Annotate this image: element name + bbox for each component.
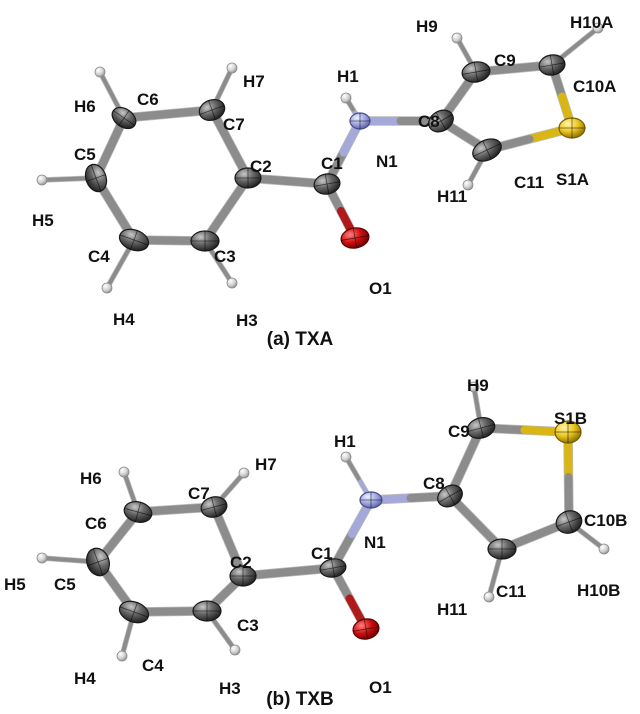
atom-h4 (116, 650, 128, 662)
atom-label-c5: C5 (54, 575, 76, 594)
atom-axes-c7 (199, 100, 225, 120)
atom-axes-o1 (353, 619, 379, 639)
atom-axes-o1 (341, 228, 369, 248)
atom-label-h7: H7 (255, 455, 277, 474)
atom-label-c11: C11 (514, 173, 544, 192)
atom-h11 (462, 179, 474, 191)
atom-axes-c11 (473, 140, 501, 160)
atom-label-c9: C9 (448, 422, 470, 441)
atom-label-c7: C7 (188, 484, 210, 503)
atom-label-h3: H3 (219, 679, 241, 698)
atom-axes-c8 (438, 487, 462, 505)
atom-label-h11: H11 (437, 600, 467, 619)
atom-h4 (101, 282, 113, 294)
atom-label-c2: C2 (230, 553, 252, 572)
atom-label-n1: N1 (376, 152, 398, 171)
atom-axes-c6 (124, 502, 152, 522)
atom-h11 (483, 591, 495, 603)
atom-label-c6: C6 (85, 514, 107, 533)
atom-axes-c9 (467, 418, 495, 438)
atom-label-h1: H1 (334, 432, 356, 451)
atom-label-c2: C2 (250, 157, 272, 176)
atom-label-c8: C8 (418, 112, 440, 131)
atom-label-o1: O1 (369, 279, 392, 298)
atom-h5 (36, 552, 48, 564)
atom-h1 (340, 92, 352, 104)
atom-label-c11: C11 (496, 582, 526, 601)
atom-h6 (94, 66, 106, 78)
atom-label-h5: H5 (32, 211, 54, 230)
atom-label-c3: C3 (214, 247, 236, 266)
atom-label-c4: C4 (88, 247, 110, 266)
atom-axes-c10a (539, 55, 565, 75)
atom-label-h9: H9 (467, 376, 489, 395)
atom-label-c9: C9 (494, 51, 516, 70)
atom-label-c4: C4 (142, 656, 164, 675)
atom-axes-c11 (488, 539, 516, 559)
atom-axes-c4 (119, 602, 149, 622)
atom-label-c1: C1 (311, 544, 333, 563)
atom-axes-c7 (201, 497, 227, 517)
atom-label-h6: H6 (74, 97, 96, 116)
atom-label-c3: C3 (237, 616, 259, 635)
atom-label-s1b: S1B (554, 409, 587, 428)
atom-h6 (118, 466, 130, 478)
atom-h10b (598, 543, 610, 555)
atom-axes-c5 (87, 548, 109, 576)
atom-axes-c5 (86, 164, 106, 192)
atom-label-h9: H9 (416, 17, 438, 36)
atom-h9 (451, 32, 463, 44)
atom-axes-c3 (193, 601, 221, 621)
atom-label-c1: C1 (321, 154, 343, 173)
atom-label-o1: O1 (369, 678, 392, 697)
caption-txa: (a) TXA (267, 329, 334, 350)
atom-label-h1: H1 (337, 67, 359, 86)
atom-axes-c10b (556, 511, 582, 533)
atom-label-n1: N1 (364, 533, 386, 552)
atom-label-c8: C8 (423, 474, 445, 493)
atom-axes-c9 (462, 62, 490, 82)
atom-axes-n1 (350, 113, 370, 129)
atom-label-h4: H4 (74, 669, 96, 688)
atom-h5 (36, 174, 48, 186)
atom-label-h11: H11 (437, 187, 467, 206)
atom-label-c10a: C10A (573, 77, 616, 96)
txa-atoms (36, 22, 604, 294)
atom-axes-c2 (235, 168, 261, 188)
atom-label-h5: H5 (4, 575, 26, 594)
atom-label-c7: C7 (223, 115, 245, 134)
atom-label-s1a: S1A (556, 170, 589, 189)
atom-axes-c8 (429, 112, 453, 130)
atom-axes-n1 (360, 492, 382, 508)
atom-h7 (226, 62, 238, 74)
atom-label-h10b: H10B (577, 581, 620, 600)
caption-txb: (b) TXB (266, 689, 334, 710)
atom-axes-c1 (314, 174, 340, 194)
atom-label-c5: C5 (74, 145, 96, 164)
atom-h9 (468, 381, 480, 393)
atom-label-h3: H3 (236, 311, 258, 330)
atom-label-c6: C6 (137, 90, 159, 109)
atom-label-h10a: H10A (570, 13, 613, 32)
atom-label-h6: H6 (80, 469, 102, 488)
atom-axes-c6 (113, 110, 135, 126)
atom-h7 (238, 467, 250, 479)
atom-h3 (229, 644, 241, 656)
atom-axes-s1a (559, 118, 585, 138)
atom-h10a (592, 22, 604, 34)
atom-label-c10b: C10B (584, 511, 627, 530)
txb-atoms (36, 381, 610, 662)
atom-axes-c1 (320, 559, 346, 577)
atom-axes-s1b (555, 421, 581, 443)
atom-h3 (226, 277, 238, 289)
atom-axes-c2 (230, 566, 256, 586)
atom-axes-c3 (191, 231, 219, 251)
atom-label-h7: H7 (243, 72, 265, 91)
atom-h1 (340, 451, 352, 463)
atom-label-h4: H4 (113, 310, 135, 329)
atom-axes-c4 (119, 230, 149, 250)
